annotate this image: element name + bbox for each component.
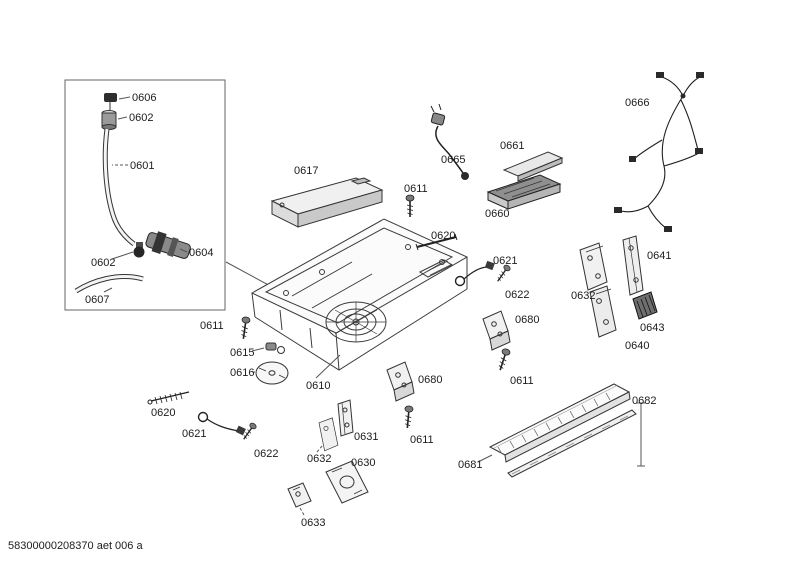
part-0630-bracket <box>325 460 369 504</box>
part-0641-bracket <box>622 235 644 296</box>
part-0665-power-cord <box>430 103 469 180</box>
document-number: 58300000208370 aet 006 a <box>8 540 143 552</box>
part-0604-valve-body <box>145 231 191 259</box>
part-0643-terminal-block <box>632 291 658 320</box>
part-0640-bracket <box>589 285 617 338</box>
part-0632-bracket <box>579 242 608 291</box>
part-0602-valve <box>101 110 117 130</box>
leader-0632b <box>316 445 323 453</box>
part-0666-connectors <box>614 72 704 232</box>
inset-box-hose-assembly <box>64 79 226 311</box>
part-0607-hose <box>74 274 144 294</box>
part-0622-screw-1 <box>494 263 512 284</box>
part-0621-cable-2 <box>197 411 246 436</box>
part-0611-screw-4 <box>402 404 415 430</box>
part-0611-screw-2 <box>238 315 252 341</box>
part-0680-bracket <box>482 310 511 351</box>
part-0680-bracket-2 <box>386 361 415 402</box>
part-0620-rod <box>415 233 458 251</box>
part-0617-control-module <box>270 177 384 228</box>
leader-0633 <box>299 507 305 516</box>
part-0601-hose <box>102 128 136 246</box>
part-0660-panel <box>486 174 562 210</box>
part-0632-clip <box>318 417 339 452</box>
part-0631-bracket <box>337 399 354 437</box>
part-0666-wiring-harness <box>620 76 701 230</box>
part-0681-base-panel <box>488 383 637 478</box>
leader-0610 <box>315 354 341 379</box>
part-0602-connector <box>133 242 145 258</box>
leader-0681 <box>477 454 493 463</box>
part-0611-screw-1 <box>405 194 415 218</box>
part-0616-disc <box>255 361 289 385</box>
part-0682-extent-line <box>637 402 645 467</box>
part-0633-bracket <box>287 482 312 508</box>
part-0661-strip <box>502 151 564 182</box>
part-0615-fitting <box>265 342 285 354</box>
part-0621-cable-1 <box>454 260 495 287</box>
leader-0615 <box>251 347 265 352</box>
part-0606-cap <box>104 93 117 110</box>
part-0620-spring <box>147 391 190 405</box>
inset-leader-lines <box>103 96 188 293</box>
part-0611-screw-3 <box>495 347 512 373</box>
part-0610-base-assembly <box>250 218 469 371</box>
